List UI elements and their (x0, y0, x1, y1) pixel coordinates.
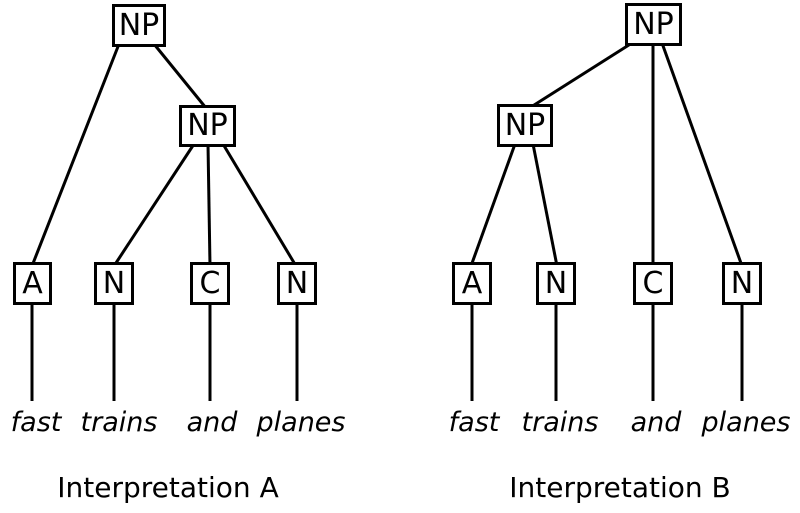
caption-interpretation-b: Interpretation B (509, 471, 731, 504)
node-inner-np-b: NP (497, 104, 553, 147)
edge-rootA-to-innerNP (152, 43, 208, 109)
node-noun1-a: N (94, 262, 134, 305)
node-adjective-a: A (13, 262, 52, 305)
edge-innerA-to-C (206, 143, 212, 267)
node-root-np-a: NP (112, 4, 166, 47)
edge-innerA-to-N2 (221, 143, 298, 267)
word-trains-a: trains (80, 407, 158, 438)
word-planes-a: planes (256, 407, 346, 438)
node-noun2-b: N (722, 262, 762, 305)
word-planes-b: planes (701, 407, 791, 438)
word-trains-b: trains (521, 407, 599, 438)
node-conjunction-b: C (633, 262, 673, 305)
edge-rootA-to-A (30, 43, 121, 267)
node-root-np-b: NP (625, 3, 682, 46)
node-adjective-b: A (452, 262, 492, 305)
node-noun1-b: N (536, 262, 576, 305)
edge-innerB-to-A (469, 143, 517, 267)
caption-interpretation-a: Interpretation A (57, 471, 279, 504)
node-conjunction-a: C (190, 262, 230, 305)
word-and-a: and (186, 407, 238, 438)
edge-innerB-to-N1 (531, 143, 559, 267)
node-inner-np-a: NP (179, 105, 236, 147)
edge-rootB-to-N2 (660, 42, 744, 267)
word-fast-b: fast (448, 407, 500, 438)
node-noun2-a: N (277, 262, 317, 305)
word-fast-a: fast (10, 407, 62, 438)
word-and-b: and (630, 407, 682, 438)
edge-innerA-to-N1 (112, 143, 196, 267)
edge-rootB-to-innerNP (530, 41, 633, 109)
